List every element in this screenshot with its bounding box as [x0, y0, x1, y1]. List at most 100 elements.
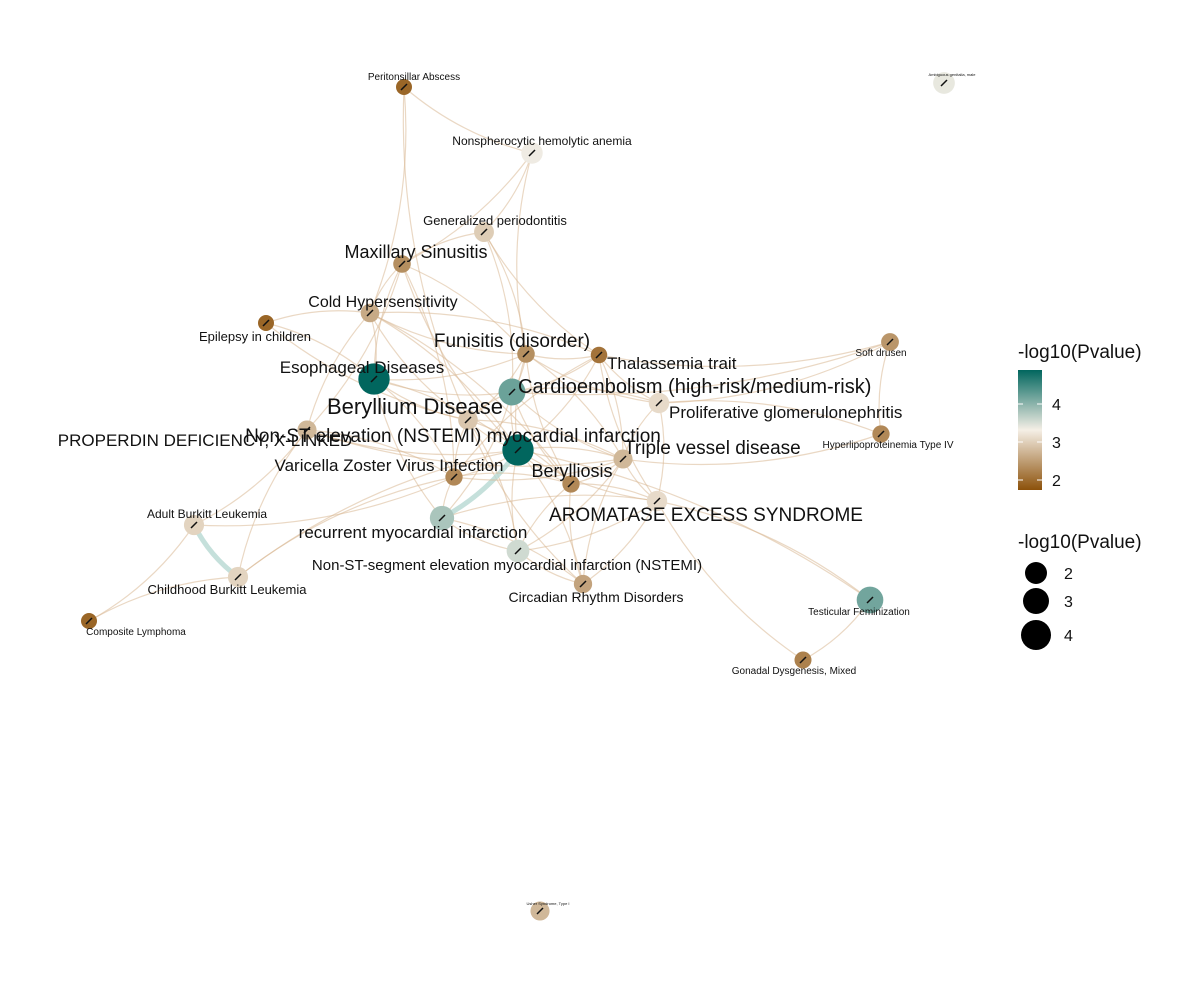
edge-cardioembolism-triple_vessel	[511, 391, 624, 460]
edge-maxillary-varicella	[401, 263, 455, 478]
edge-thalassemia-triple_vessel	[598, 354, 624, 460]
node-marker-triple_vessel	[619, 455, 627, 463]
node-label-gonadal: Gonadal Dysgenesis, Mixed	[732, 666, 857, 677]
color-legend-title: -log10(Pvalue)	[1018, 342, 1142, 363]
size-legend-title: -log10(Pvalue)	[1018, 532, 1142, 553]
edge-esophageal-cardioembolism	[373, 378, 513, 396]
node-marker-berylliosis	[567, 480, 575, 488]
node-label-cold_hyper: Cold Hypersensitivity	[308, 294, 457, 311]
node-label-composite_lymph: Composite Lymphoma	[86, 627, 186, 638]
color-legend-tick-4: 4	[1052, 397, 1061, 414]
edge-thalassemia-varicella	[453, 354, 600, 478]
node-label-hyperlipo: Hyperlipoproteinemia Type IV	[823, 440, 954, 451]
node-label-peritonsillar: Peritonsillar Abscess	[368, 72, 460, 83]
edge-layer	[88, 86, 891, 661]
node-marker-soft_drusen	[886, 338, 894, 346]
node-marker-proliferative	[655, 399, 663, 407]
size-legend: -log10(Pvalue) 2 3 4	[1018, 532, 1142, 650]
node-marker-generalized_perio	[480, 228, 488, 236]
node-label-childhood_burkitt: Childhood Burkitt Leukemia	[148, 582, 308, 597]
node-layer	[81, 72, 955, 921]
node-marker-aromatase	[653, 497, 661, 505]
node-marker-circadian	[579, 580, 587, 588]
node-label-recurrent_mi: recurrent myocardial infarction	[299, 523, 528, 542]
edge-varicella-berylliosis	[453, 472, 572, 485]
node-label-circadian: Circadian Rhythm Disorders	[508, 589, 683, 605]
edge-varicella-adult_burkitt	[193, 476, 455, 527]
node-marker-varicella	[450, 473, 458, 481]
size-legend-tick-4: 4	[1064, 628, 1073, 645]
node-label-soft_drusen: Soft drusen	[855, 348, 906, 359]
size-legend-dot-3	[1023, 588, 1049, 614]
node-marker-nstemi_mi	[514, 446, 522, 454]
edge-peritonsillar-cold_hyper	[369, 86, 407, 314]
edge-aromatase-recurrent_mi	[441, 494, 658, 519]
edge-esophageal-recurrent_mi	[373, 378, 443, 519]
edge-properdin-childhood_burkitt	[237, 429, 308, 578]
node-marker-epilepsy	[262, 319, 270, 327]
edge-maxillary-properdin	[306, 263, 403, 431]
node-marker-beryllium	[464, 416, 472, 424]
edge-triple_vessel-circadian	[582, 458, 624, 585]
node-label-generalized_perio: Generalized periodontitis	[423, 213, 567, 228]
edge-maxillary-funisitis	[401, 263, 527, 355]
node-label-nstemi_seg: Non-ST-segment elevation myocardial infa…	[312, 557, 702, 574]
edge-peritonsillar-beryllium	[402, 86, 469, 421]
node-label-adult_burkitt: Adult Burkitt Leukemia	[147, 507, 267, 521]
node-marker-nonspherocytic	[528, 149, 536, 157]
node-label-beryllium: Beryllium Disease	[327, 394, 503, 419]
edge-beryllium-circadian	[467, 419, 584, 585]
edge-soft_drusen-hyperlipo	[878, 341, 891, 435]
edge-funisitis-esophageal	[373, 353, 527, 381]
edge-cold_hyper-beryllium	[369, 312, 469, 421]
color-legend-bar	[1018, 370, 1042, 490]
node-marker-usher	[536, 907, 544, 915]
size-legend-tick-2: 2	[1064, 566, 1073, 583]
node-label-funisitis: Funisitis (disorder)	[434, 331, 590, 352]
edge-thalassemia-soft_drusen	[598, 341, 891, 368]
edge-beryllium-triple_vessel	[467, 419, 624, 460]
node-label-maxillary: Maxillary Sinusitis	[344, 242, 487, 262]
node-marker-composite_lymph	[85, 617, 93, 625]
node-marker-cardioembolism	[508, 388, 516, 396]
node-marker-testicular	[866, 596, 874, 604]
edge-nonspherocytic-funisitis	[516, 152, 533, 355]
node-marker-nstemi_seg	[514, 547, 522, 555]
edge-funisitis-proliferative	[525, 353, 660, 404]
node-marker-hyperlipo	[877, 430, 885, 438]
size-legend-tick-3: 3	[1064, 594, 1073, 611]
edge-aromatase-testicular	[656, 500, 871, 601]
node-marker-maxillary	[398, 260, 406, 268]
node-label-properdin: PROPERDIN DEFICIENCY, X-LINKED	[58, 431, 352, 450]
edge-soft_drusen-cardioembolism	[511, 341, 891, 396]
edge-esophageal-nstemi_mi	[373, 378, 519, 451]
edge-triple_vessel-nstemi_seg	[517, 458, 624, 552]
node-marker-childhood_burkitt	[234, 573, 242, 581]
edge-cold_hyper-thalassemia	[369, 311, 600, 356]
node-label-ambiguous: Ambiguous genitalia, male	[929, 72, 977, 77]
color-legend-tick-3: 3	[1052, 435, 1061, 452]
node-label-usher: Usher Syndrome, Type I	[526, 901, 569, 906]
node-label-nonspherocytic: Nonspherocytic hemolytic anemia	[452, 134, 632, 148]
node-marker-ambiguous	[940, 79, 948, 87]
node-label-nstemi_mi: Non-ST elevation (NSTEMI) myocardial inf…	[245, 426, 661, 447]
node-marker-thalassemia	[595, 351, 603, 359]
node-label-varicella: Varicella Zoster Virus Infection	[275, 456, 504, 475]
edge-nonspherocytic-maxillary	[401, 152, 533, 265]
size-legend-dot-4	[1021, 620, 1051, 650]
node-marker-cold_hyper	[366, 309, 374, 317]
color-legend-tick-2: 2	[1052, 473, 1061, 490]
edge-generalized_perio-cardioembolism	[483, 231, 514, 393]
node-marker-esophageal	[370, 375, 378, 383]
edge-triple_vessel-varicella	[453, 458, 624, 481]
node-marker-adult_burkitt	[190, 521, 198, 529]
node-marker-recurrent_mi	[438, 514, 446, 522]
node-label-epilepsy: Epilepsy in children	[199, 329, 311, 344]
edge-cardioembolism-proliferative	[511, 387, 660, 404]
size-legend-dot-2	[1025, 562, 1047, 584]
edge-properdin-varicella	[306, 429, 455, 478]
edge-childhood_burkitt-composite_lymph	[88, 576, 239, 622]
node-label-triple_vessel: Triple vessel disease	[624, 438, 801, 459]
